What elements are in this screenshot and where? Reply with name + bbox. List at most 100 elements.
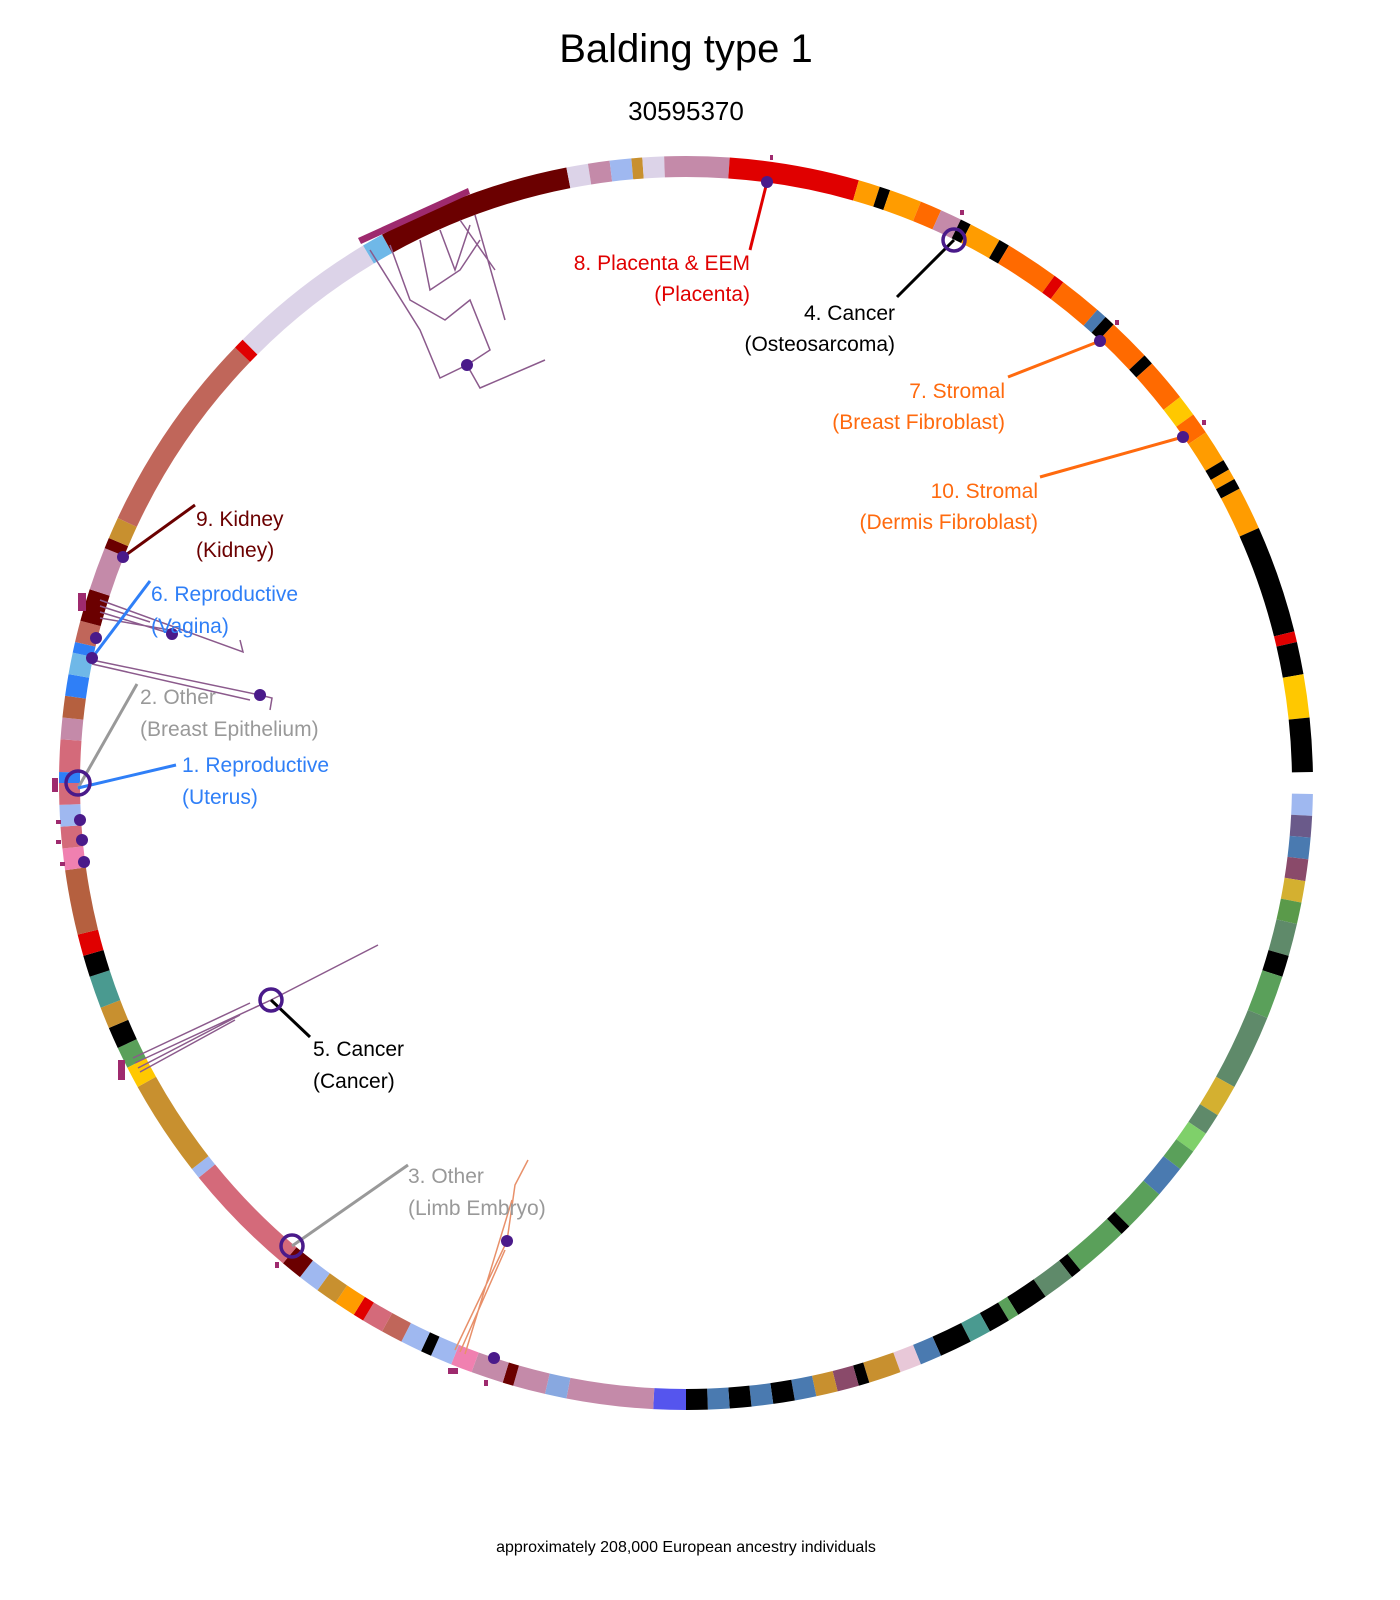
ring-segment-83 [242,245,374,355]
ring-segment-16 [1106,1211,1130,1235]
ring-segment-12 [1176,1121,1206,1152]
footer-note: approximately 208,000 European ancestry … [496,1539,876,1556]
ring-segment-90 [642,156,665,179]
dendrogram-top [369,249,546,389]
ring-segment-100 [989,240,1009,264]
ring-segment-45 [421,1332,440,1356]
marker-dot [76,834,88,846]
label-breast-epithelium: 2. Other(Breast Epithelium) [140,686,319,741]
ring-segment-30 [811,1370,838,1397]
ring-segment-102 [1042,275,1064,300]
svg-text:6. Reproductive: 6. Reproductive [151,583,298,606]
ring-segment-4 [1280,877,1306,903]
ring-segment-105 [1091,317,1114,340]
ring-segment-103 [1050,282,1098,326]
label-uterus: 1. Reproductive(Uterus) [182,754,329,809]
ring-segment-59 [108,1019,137,1048]
ring-segment-15 [1114,1180,1160,1227]
ring-segment-97 [932,210,961,239]
ring-segment-85 [382,167,571,253]
ring-segment-48 [363,1302,393,1332]
ring-segment-34 [728,1385,752,1409]
ring-segment-72 [62,695,86,720]
ring-segment-118 [1276,641,1304,678]
ring-segment-64 [65,867,99,935]
label-placenta: 8. Placenta & EEM (Placenta) [574,252,750,306]
svg-text:(Uterus): (Uterus) [182,786,258,809]
ring-segment-104 [1083,309,1106,333]
ring-segment-25 [913,1336,942,1365]
chart-title: Balding type 1 [559,27,813,71]
ring-segment-13 [1163,1139,1194,1170]
ring-segment-119 [1282,674,1310,720]
ring-segment-116 [1239,527,1295,637]
ring-segment-20 [1007,1279,1046,1315]
ring-segment-86 [566,163,592,189]
label-limb-embryo: 3. Other(Limb Embryo) [408,1165,546,1220]
ring-segment-91 [664,156,730,179]
markers [74,176,1189,1364]
marker-dot [761,176,773,188]
ring-segment-51 [317,1273,348,1303]
ring-segment-27 [863,1352,901,1383]
ring-segment-113 [1210,469,1235,490]
annotation-labels: 8. Placenta & EEM(Placenta) 4. Cancer(Os… [140,252,1038,1220]
ring-segment-47 [382,1313,411,1342]
ring-segment-8 [1247,970,1283,1018]
svg-text:4. Cancer: 4. Cancer [804,302,895,325]
dendrogram-top-branches [389,214,506,366]
svg-text:5. Cancer: 5. Cancer [313,1038,404,1061]
ring-segment-37 [653,1388,686,1410]
svg-text:(Breast Fibroblast): (Breast Fibroblast) [832,411,1005,434]
marker-dot [501,1235,513,1247]
ring-segment-56 [137,1076,209,1170]
ring-segment-117 [1273,631,1297,647]
ring-segment-0 [1291,793,1313,816]
label-kidney: 9. Kidney(Kidney) [196,508,284,562]
ring-segment-77 [80,589,110,627]
ring-segment-53 [282,1247,313,1278]
ring-segment-109 [1163,396,1194,427]
ring-segment-80 [108,518,137,547]
ring-segment-44 [430,1336,459,1365]
ring-segment-69 [59,772,81,783]
ring-segment-38 [566,1377,655,1410]
marker-dot [254,689,266,701]
ring-segment-92 [728,157,859,201]
ring-segment-70 [59,739,82,773]
marker-open [258,987,284,1013]
svg-text:7. Stromal: 7. Stromal [909,380,1005,403]
ring-segment-17 [1067,1218,1122,1271]
ring-segment-28 [853,1362,870,1386]
ring-segment-61 [89,970,121,1008]
svg-text:(Placenta): (Placenta) [654,283,750,306]
chart-subtitle: 30595370 [628,96,744,126]
ring-segment-57 [127,1058,156,1087]
ring-segment-78 [89,548,125,596]
marker-dot [90,632,102,644]
ring-segment-52 [299,1260,330,1291]
ring-segment-1 [1289,814,1313,838]
ring-segment-19 [1033,1260,1073,1297]
marker-open [64,769,92,797]
ring-segment-7 [1262,950,1289,977]
svg-text:2. Other: 2. Other [140,686,216,709]
marker-dot [1177,431,1189,443]
ring-segment-40 [513,1365,550,1394]
ring-segment-46 [401,1322,430,1352]
svg-text:8. Placenta & EEM: 8. Placenta & EEM [574,252,750,275]
ring-segment-120 [1288,717,1313,773]
ring-segment-43 [451,1344,479,1373]
ring-segment-63 [77,929,104,956]
ring-segment-84 [363,234,393,264]
ring-segment-106 [1099,324,1145,370]
ring-segment-32 [770,1379,795,1404]
segment-ring [59,156,1313,1410]
marker-dot [74,814,86,826]
ring-segment-29 [832,1365,859,1392]
marker-dot [78,856,90,868]
ring-segment-62 [83,950,110,977]
ring-segment-50 [335,1285,365,1315]
ring-segment-5 [1276,898,1302,925]
